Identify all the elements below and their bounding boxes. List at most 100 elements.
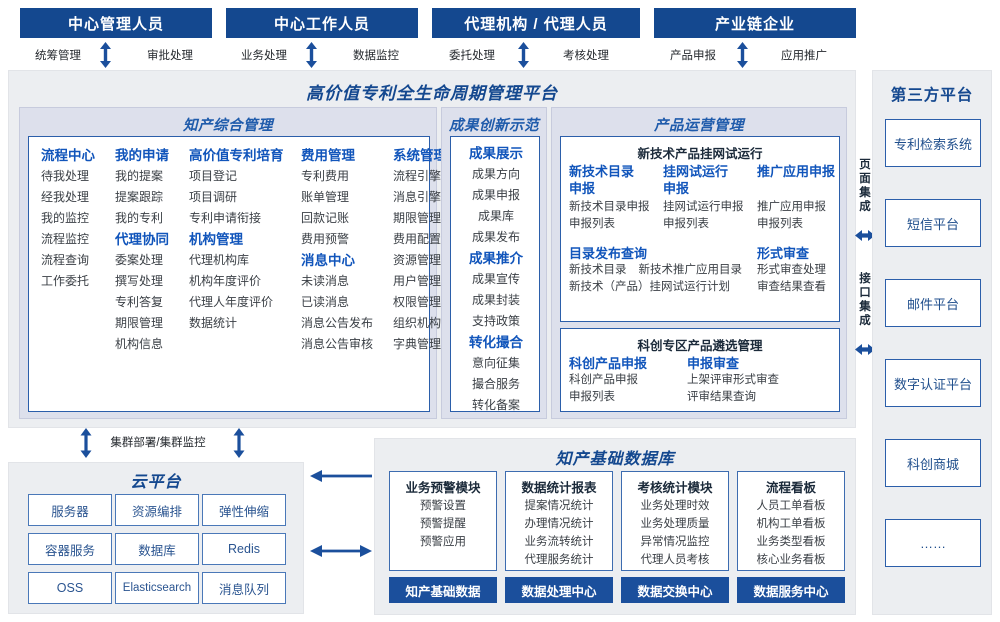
menu-item[interactable]: 经我处理 bbox=[41, 190, 90, 204]
menu-head[interactable]: 高价值专利培育 bbox=[189, 148, 284, 163]
menu-item[interactable]: 转化备案 bbox=[471, 398, 520, 412]
menu-item[interactable]: 我的专利 bbox=[115, 211, 164, 225]
po-item[interactable]: 上架评审形式审查 bbox=[687, 374, 779, 386]
po-item[interactable]: 审查结果查看 bbox=[757, 281, 826, 293]
menu-item[interactable]: 成果封装 bbox=[471, 293, 520, 307]
menu-item[interactable]: 流程查询 bbox=[41, 253, 90, 267]
db-foot-process-center[interactable]: 数据处理中心 bbox=[505, 577, 613, 603]
menu-item[interactable]: 消息引擎 bbox=[393, 190, 442, 204]
menu-item[interactable]: 意向征集 bbox=[471, 356, 520, 370]
menu-item[interactable]: 撮合服务 bbox=[471, 377, 520, 391]
menu-item[interactable]: 委案处理 bbox=[115, 253, 164, 267]
menu-item[interactable]: 成果方向 bbox=[471, 167, 520, 181]
menu-head[interactable]: 费用管理 bbox=[301, 148, 355, 163]
menu-head[interactable]: 机构管理 bbox=[189, 232, 243, 247]
menu-head[interactable]: 成果展示 bbox=[469, 146, 523, 161]
db-item[interactable]: 预警设置 bbox=[420, 500, 466, 512]
po-item[interactable]: 申报列表 bbox=[757, 218, 803, 230]
db-item[interactable]: 异常情况监控 bbox=[640, 536, 710, 548]
po-head[interactable]: 推广应用申报 bbox=[757, 164, 836, 179]
menu-head[interactable]: 成果推介 bbox=[469, 251, 523, 266]
menu-head[interactable]: 消息中心 bbox=[301, 253, 355, 268]
db-item[interactable]: 核心业务看板 bbox=[756, 554, 826, 566]
menu-item[interactable]: 专利答复 bbox=[115, 295, 164, 309]
cloud-cell-database[interactable]: 数据库 bbox=[115, 533, 199, 565]
menu-item[interactable]: 期限管理 bbox=[115, 316, 164, 330]
menu-item[interactable]: 项目调研 bbox=[189, 190, 238, 204]
cloud-cell-elastic[interactable]: 弹性伸缩 bbox=[202, 494, 286, 526]
db-foot-service-center[interactable]: 数据服务中心 bbox=[737, 577, 845, 603]
third-party-item-sms[interactable]: 短信平台 bbox=[885, 199, 981, 247]
third-party-item-patent-search[interactable]: 专利检索系统 bbox=[885, 119, 981, 167]
menu-item[interactable]: 消息公告审核 bbox=[301, 337, 374, 351]
menu-head[interactable]: 系统管理 bbox=[393, 148, 447, 163]
db-item[interactable]: 机构工单看板 bbox=[756, 518, 826, 530]
menu-item[interactable]: 字典管理 bbox=[393, 337, 442, 351]
po-item[interactable]: 新技术推广应用目录 bbox=[638, 264, 743, 276]
menu-item[interactable]: 撰写处理 bbox=[115, 274, 164, 288]
cloud-cell-server[interactable]: 服务器 bbox=[28, 494, 112, 526]
po-item[interactable]: 新技术目录 bbox=[569, 264, 627, 276]
db-item[interactable]: 预警提醒 bbox=[420, 518, 466, 530]
po-item[interactable]: 申报列表 bbox=[569, 218, 615, 230]
role-bar-2[interactable]: 代理机构 / 代理人员 bbox=[432, 8, 640, 38]
po-head[interactable]: 挂网试运行申报 bbox=[663, 164, 729, 196]
role-bar-3[interactable]: 产业链企业 bbox=[654, 8, 856, 38]
menu-item[interactable]: 未读消息 bbox=[301, 274, 350, 288]
menu-item[interactable]: 期限管理 bbox=[393, 211, 442, 225]
third-party-item-kechuang-mall[interactable]: 科创商城 bbox=[885, 439, 981, 487]
menu-item[interactable]: 费用预警 bbox=[301, 232, 350, 246]
db-foot-basic-data[interactable]: 知产基础数据 bbox=[389, 577, 497, 603]
menu-item[interactable]: 代理机构库 bbox=[189, 253, 250, 267]
cloud-cell-redis[interactable]: Redis bbox=[202, 533, 286, 565]
menu-head[interactable]: 我的申请 bbox=[115, 148, 169, 163]
db-item[interactable]: 业务处理时效 bbox=[640, 500, 710, 512]
third-party-item-email[interactable]: 邮件平台 bbox=[885, 279, 981, 327]
menu-item[interactable]: 流程监控 bbox=[41, 232, 90, 246]
third-party-item-more[interactable]: …… bbox=[885, 519, 981, 567]
db-item[interactable]: 代理服务统计 bbox=[524, 554, 594, 566]
cloud-cell-oss[interactable]: OSS bbox=[28, 572, 112, 604]
menu-item[interactable]: 流程引擎 bbox=[393, 169, 442, 183]
menu-item[interactable]: 费用配置 bbox=[393, 232, 442, 246]
menu-item[interactable]: 工作委托 bbox=[41, 274, 90, 288]
po-item[interactable]: 申报列表 bbox=[663, 218, 709, 230]
db-item[interactable]: 代理人员考核 bbox=[640, 554, 710, 566]
db-item[interactable]: 人员工单看板 bbox=[756, 500, 826, 512]
po-item[interactable]: 新技术（产品）挂网试运行计划 bbox=[569, 281, 730, 293]
menu-item[interactable]: 消息公告发布 bbox=[301, 316, 374, 330]
menu-item[interactable]: 成果申报 bbox=[471, 188, 520, 202]
menu-item[interactable]: 项目登记 bbox=[189, 169, 238, 183]
cloud-cell-orchestration[interactable]: 资源编排 bbox=[115, 494, 199, 526]
db-item[interactable]: 办理情况统计 bbox=[524, 518, 594, 530]
menu-item[interactable]: 我的提案 bbox=[115, 169, 164, 183]
po-item[interactable]: 形式审查处理 bbox=[757, 264, 826, 276]
third-party-item-digital-cert[interactable]: 数字认证平台 bbox=[885, 359, 981, 407]
db-item[interactable]: 业务类型看板 bbox=[756, 536, 826, 548]
menu-item[interactable]: 待我处理 bbox=[41, 169, 90, 183]
db-item[interactable]: 提案情况统计 bbox=[524, 500, 594, 512]
menu-item[interactable]: 机构信息 bbox=[115, 337, 164, 351]
cloud-cell-container[interactable]: 容器服务 bbox=[28, 533, 112, 565]
menu-item[interactable]: 专利费用 bbox=[301, 169, 350, 183]
role-bar-0[interactable]: 中心管理人员 bbox=[20, 8, 212, 38]
po-head[interactable]: 申报审查 bbox=[687, 356, 740, 371]
po-item[interactable]: 推广应用申报 bbox=[757, 201, 826, 213]
menu-item[interactable]: 账单管理 bbox=[301, 190, 350, 204]
menu-item[interactable]: 机构年度评价 bbox=[189, 274, 262, 288]
menu-item[interactable]: 权限管理 bbox=[393, 295, 442, 309]
menu-item[interactable]: 用户管理 bbox=[393, 274, 442, 288]
po-head[interactable]: 目录发布查询 bbox=[569, 246, 648, 261]
po-head[interactable]: 形式审查 bbox=[757, 246, 810, 261]
po-item[interactable]: 申报列表 bbox=[569, 391, 615, 403]
po-item[interactable]: 评审结果查询 bbox=[687, 391, 756, 403]
menu-item[interactable]: 成果库 bbox=[477, 209, 514, 223]
po-item[interactable]: 挂网试运行申报 bbox=[663, 201, 744, 213]
po-item[interactable]: 新技术目录申报 bbox=[569, 201, 650, 213]
menu-item[interactable]: 回款记账 bbox=[301, 211, 350, 225]
po-head[interactable]: 科创产品申报 bbox=[569, 356, 648, 371]
menu-item[interactable]: 我的监控 bbox=[41, 211, 90, 225]
db-item[interactable]: 预警应用 bbox=[420, 536, 466, 548]
menu-item[interactable]: 专利申请衔接 bbox=[189, 211, 262, 225]
menu-item[interactable]: 成果宣传 bbox=[471, 272, 520, 286]
